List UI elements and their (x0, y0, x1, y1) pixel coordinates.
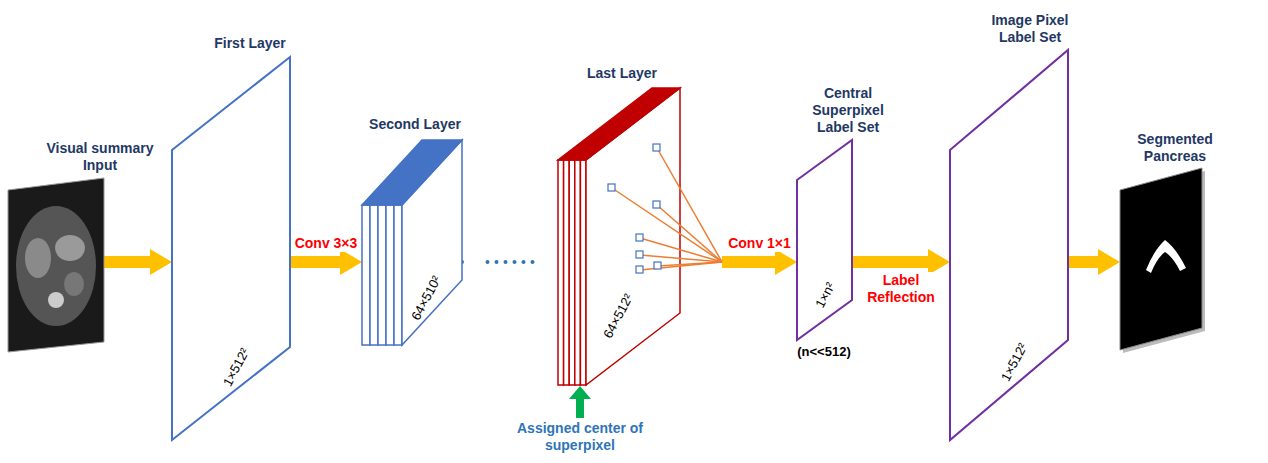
input-image: Visual summary Input (8, 178, 104, 352)
fan-line (640, 255, 722, 262)
feature-top (558, 88, 680, 160)
segmentation-image (1120, 168, 1202, 350)
output-image: Segmented Pancreas (1120, 168, 1202, 350)
layer-title: Second Layer (369, 116, 461, 133)
flow-arrow (290, 256, 340, 268)
layer-plane (950, 50, 1068, 440)
node-shape (8, 178, 104, 352)
flow-arrow (1068, 256, 1098, 268)
layer-block: Second Layer64×510² (362, 140, 462, 345)
feature-slab (378, 205, 386, 345)
pancreas-mask (1146, 240, 1186, 273)
layer-block: Central Superpixel Label Set1×n² (797, 140, 852, 340)
superpixel-center (608, 184, 615, 191)
feature-slab (564, 160, 570, 385)
superpixel-center (636, 266, 643, 273)
fan-line (657, 148, 722, 262)
ct-organ (55, 235, 85, 261)
layer-block: First Layer1×512² (172, 57, 290, 440)
dotted-continuation (462, 260, 558, 264)
node-shape (1120, 168, 1202, 350)
feature-slab (575, 160, 581, 385)
fan-line (658, 262, 722, 266)
feature-slab (558, 160, 564, 385)
flow-arrow (104, 256, 150, 268)
feature-slab (580, 160, 586, 385)
layer-title: Last Layer (587, 65, 657, 82)
feature-slab (569, 160, 575, 385)
feature-slab (362, 205, 370, 345)
fan-line (640, 238, 722, 262)
ct-body (16, 206, 96, 326)
flow-arrow (722, 256, 775, 268)
fan-line (612, 188, 722, 262)
superpixel-center (654, 262, 661, 269)
operation-label: Conv 1×1 (726, 235, 793, 252)
feature-slab (394, 205, 402, 345)
layer-block: Image Pixel Label Set1×512² (950, 50, 1068, 440)
layer-title: Segmented Pancreas (1130, 131, 1220, 165)
superpixel-center (653, 144, 660, 151)
layer-title: First Layer (214, 35, 286, 52)
size-note: (n<<512) (797, 343, 850, 360)
fan-line (657, 205, 722, 262)
node-shape (558, 88, 722, 385)
ct-organ (64, 272, 84, 296)
superpixel-center (636, 234, 643, 241)
flow-arrow (852, 256, 928, 268)
ct-slice (8, 178, 104, 352)
fan-line (640, 262, 722, 270)
feature-slab (386, 205, 394, 345)
ct-organ (25, 238, 51, 278)
annotation: Assigned center of superpixel (514, 420, 646, 454)
layer-title: Image Pixel Label Set (984, 12, 1076, 46)
layer-title: Visual summary Input (41, 140, 159, 174)
layer-plane (172, 57, 290, 440)
feature-slab (370, 205, 378, 345)
pointer-arrow-head (569, 386, 591, 399)
operation-label: Label Reflection (859, 272, 943, 306)
pointer-arrow-shaft (576, 398, 584, 418)
operation-label: Conv 3×3 (293, 235, 360, 252)
feature-top (362, 140, 462, 205)
superpixel-center (636, 251, 643, 258)
layer-plane (797, 140, 852, 340)
layer-title: Central Superpixel Label Set (807, 85, 889, 136)
superpixel-center (653, 201, 660, 208)
layer-block: Last Layer64×512² (558, 88, 722, 385)
ct-spine (48, 292, 64, 308)
